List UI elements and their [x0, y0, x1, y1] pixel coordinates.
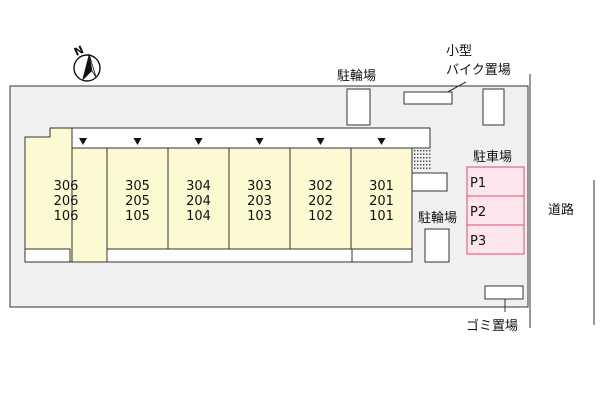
parking-space-label: P1 [470, 176, 486, 191]
stair-dot [429, 164, 431, 166]
car-parking-label: 駐車場 [473, 150, 512, 165]
room-number-201: 201 [369, 194, 394, 209]
stair-dot [429, 167, 431, 169]
road-label: 道路 [548, 202, 574, 218]
stair-dot [426, 164, 428, 166]
stair-dot [417, 167, 419, 169]
room-number-204: 204 [186, 194, 211, 209]
bottom-strip-mid [106, 248, 353, 263]
stair-dot [429, 160, 431, 162]
bike-parking-mid [424, 228, 450, 263]
room-number-202: 202 [308, 194, 333, 209]
stair-dot [423, 160, 425, 162]
small-bike-parking [403, 91, 453, 105]
stair-dot [417, 164, 419, 166]
stair-dot [414, 157, 416, 159]
stair-dot [420, 167, 422, 169]
stair-dot [420, 153, 422, 155]
room-number-102: 102 [308, 209, 333, 224]
stair-dot [426, 153, 428, 155]
corridor-band [71, 127, 431, 149]
small-bike-label-line1: 小型 [446, 44, 472, 59]
bike-parking-mid-label: 駐輪場 [418, 210, 457, 226]
entrance-marker-icon [79, 138, 87, 145]
stair-dot [420, 157, 422, 159]
stair-dot [429, 157, 431, 159]
parking-space-p3 [466, 224, 525, 255]
stair-dot [417, 157, 419, 159]
room-number-104: 104 [186, 209, 211, 224]
room-number-101: 101 [369, 209, 394, 224]
room-number-303: 303 [247, 179, 272, 194]
stair-dot [417, 160, 419, 162]
room-number-304: 304 [186, 179, 211, 194]
entrance-marker-icon [255, 138, 264, 145]
unit-block-4 [167, 147, 230, 250]
room-number-105: 105 [125, 209, 150, 224]
stair-dot [414, 164, 416, 166]
stair-dot [420, 164, 422, 166]
garbage-area [484, 285, 524, 300]
stair-dot [426, 157, 428, 159]
room-number-106: 106 [54, 209, 79, 224]
bike-parking-top-label: 駐輪場 [337, 68, 376, 84]
stair-dot [414, 160, 416, 162]
stair-dot [429, 150, 431, 152]
room-number-203: 203 [247, 194, 272, 209]
stair-dot [423, 167, 425, 169]
stair-dot [417, 153, 419, 155]
room-number-302: 302 [308, 179, 333, 194]
parking-space-label: P3 [470, 234, 486, 249]
entrance-marker-icon [316, 138, 325, 145]
stair-dot [414, 167, 416, 169]
stairs [414, 150, 431, 169]
room-number-301: 301 [369, 179, 394, 194]
stair-dot [417, 150, 419, 152]
bike-parking-top [346, 88, 371, 126]
stair-dot [420, 150, 422, 152]
stair-dot [423, 157, 425, 159]
bottom-strip-left [24, 248, 71, 263]
small-bike-parking-2 [482, 88, 505, 126]
entrance-marker-icon [133, 138, 142, 145]
small-bike-label-line2: バイク置場 [446, 63, 511, 78]
unit-block-1 [350, 147, 413, 250]
stair-dot [414, 153, 416, 155]
garbage-label: ゴミ置場 [466, 318, 518, 334]
north-compass-icon: N [72, 43, 101, 82]
stair-dot [420, 160, 422, 162]
stair-dot [414, 150, 416, 152]
room-number-103: 103 [247, 209, 272, 224]
unit-block-3 [228, 147, 291, 250]
stair-dot [426, 160, 428, 162]
stair-dot [426, 167, 428, 169]
room-number-306: 306 [54, 179, 79, 194]
room-number-305: 305 [125, 179, 150, 194]
stair-dot [423, 164, 425, 166]
stair-dot [423, 150, 425, 152]
room-number-206: 206 [54, 194, 79, 209]
entrance-marker-icon [377, 138, 386, 145]
parking-space-p2 [466, 195, 525, 226]
entrance-marker-icon [194, 138, 203, 145]
parking-space-p1 [466, 166, 525, 197]
stair-dot [426, 150, 428, 152]
room-number-205: 205 [125, 194, 150, 209]
parking-space-label: P2 [470, 205, 486, 220]
stair-dot [429, 153, 431, 155]
stair-dot [423, 153, 425, 155]
